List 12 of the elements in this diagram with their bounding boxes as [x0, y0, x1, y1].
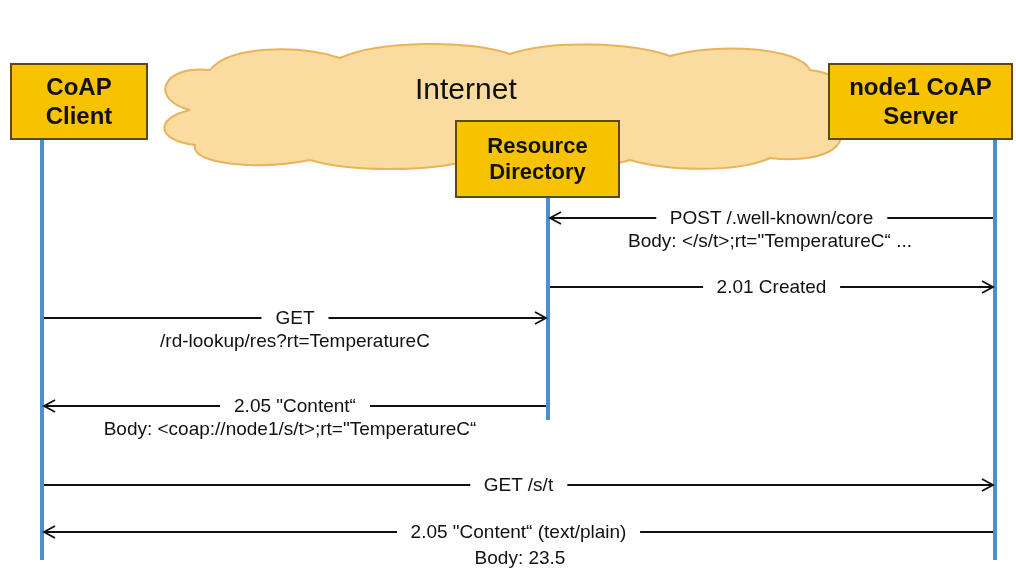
participant-box: Resource Directory: [455, 120, 620, 198]
message-body-text: Body: <coap://node1/s/t>;rt="TemperatureC“: [103, 418, 477, 440]
message-body-text: Body: 23.5: [474, 547, 566, 569]
message-body-text: Body: </s/t>;rt="TemperatureC“ ...: [628, 230, 912, 252]
participant-box: node1 CoAP Server: [828, 63, 1013, 140]
message-body-text: /rd-lookup/res?rt=TemperatureC: [160, 330, 430, 352]
cloud-label: Internet: [415, 72, 517, 106]
lifeline: [546, 198, 550, 420]
participant-box: CoAP Client: [10, 63, 148, 140]
lifeline: [40, 140, 44, 560]
message-arrow: [43, 478, 994, 492]
lifeline: [993, 140, 997, 560]
